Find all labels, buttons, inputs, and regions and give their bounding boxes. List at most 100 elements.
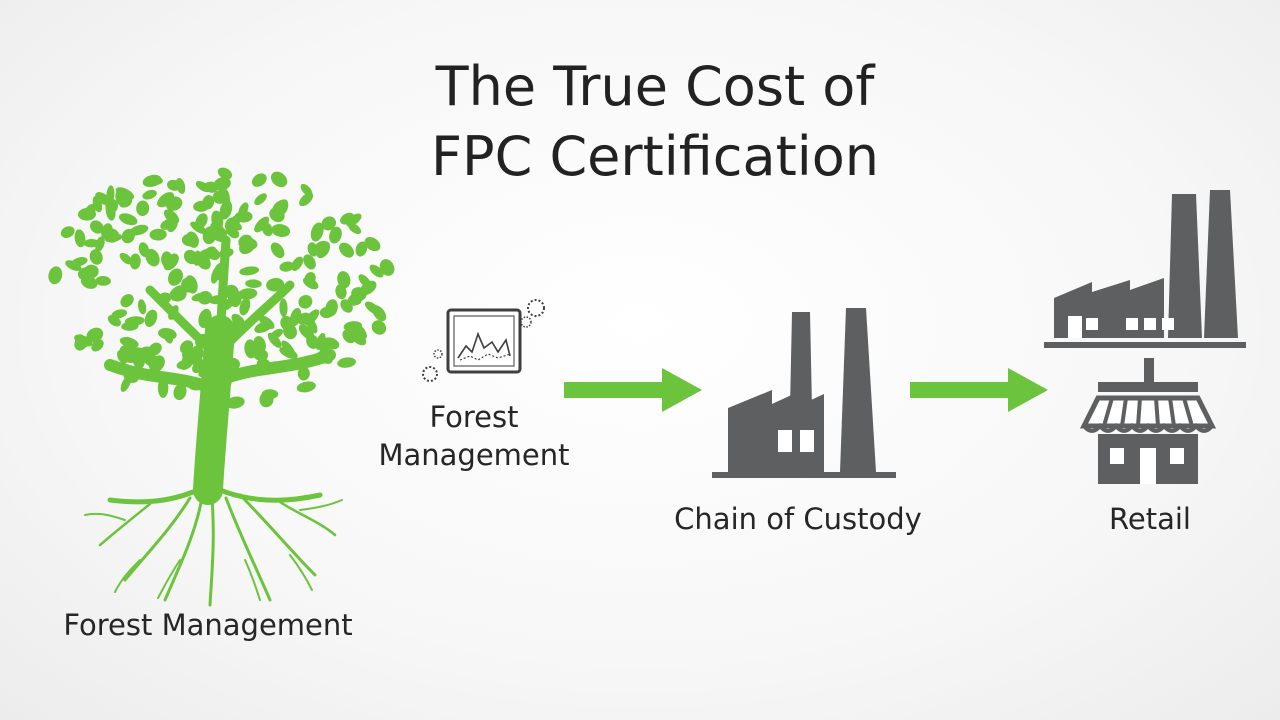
leaf bbox=[161, 251, 173, 268]
leaf bbox=[266, 277, 285, 292]
leaf bbox=[253, 336, 266, 354]
leaf bbox=[267, 332, 282, 348]
page-title: The True Cost of FPC Certification bbox=[340, 52, 970, 192]
leaf bbox=[283, 323, 297, 340]
leaf bbox=[279, 298, 288, 318]
leaf bbox=[298, 324, 315, 340]
leaf bbox=[80, 276, 98, 289]
leaf bbox=[129, 253, 141, 270]
leaf bbox=[74, 335, 88, 351]
leaf bbox=[225, 396, 245, 409]
leaf bbox=[254, 193, 267, 206]
leaf bbox=[254, 216, 270, 233]
leaf bbox=[379, 259, 395, 276]
leaf bbox=[251, 173, 267, 187]
tree-with-roots-icon bbox=[48, 167, 395, 607]
leaf bbox=[238, 202, 249, 217]
leaf bbox=[269, 207, 285, 223]
leaf bbox=[219, 200, 233, 220]
leaf bbox=[166, 179, 181, 191]
leaf bbox=[107, 314, 121, 327]
leaf bbox=[254, 320, 273, 333]
leaf bbox=[146, 176, 163, 186]
leaf bbox=[298, 294, 313, 309]
leaf bbox=[208, 229, 224, 242]
retail-label: Retail bbox=[1109, 502, 1191, 536]
leaf bbox=[270, 171, 288, 188]
leaf bbox=[90, 220, 104, 234]
leaf bbox=[329, 226, 342, 244]
leaf bbox=[142, 189, 157, 200]
forest-management-label: Forest Management bbox=[360, 398, 588, 474]
leaf bbox=[279, 346, 298, 359]
leaf bbox=[217, 167, 233, 180]
leaf bbox=[157, 192, 175, 208]
leaf bbox=[237, 288, 258, 300]
leaf bbox=[92, 196, 103, 213]
leaf bbox=[189, 345, 204, 364]
leaf bbox=[364, 237, 381, 252]
leaf bbox=[239, 298, 251, 316]
leaf bbox=[60, 226, 75, 238]
leaf bbox=[95, 275, 111, 286]
forest-management-line-1: Forest bbox=[429, 400, 519, 434]
leaf bbox=[303, 254, 316, 270]
leaf bbox=[169, 285, 184, 299]
title-line-1: The True Cost of bbox=[435, 55, 875, 118]
leaf bbox=[371, 320, 387, 335]
leaf bbox=[342, 329, 356, 344]
leaf bbox=[271, 223, 291, 238]
leaf bbox=[346, 213, 362, 227]
leaf bbox=[315, 333, 326, 350]
leaf bbox=[335, 284, 347, 300]
leaf bbox=[65, 260, 82, 271]
leaf bbox=[95, 236, 105, 252]
leaf bbox=[190, 221, 207, 235]
leaf bbox=[119, 252, 133, 265]
leaf bbox=[210, 222, 228, 237]
leaf bbox=[202, 195, 215, 210]
leaf bbox=[355, 324, 367, 340]
title-line-2: FPC Certification bbox=[430, 125, 880, 188]
factory-and-storefront-icon bbox=[1044, 190, 1246, 484]
leaf bbox=[238, 234, 253, 249]
leaf bbox=[124, 316, 145, 326]
leaf bbox=[118, 213, 138, 226]
leaf bbox=[259, 391, 274, 408]
leaf bbox=[245, 279, 262, 289]
leaf bbox=[299, 192, 314, 207]
leaf bbox=[119, 337, 139, 349]
leaf bbox=[316, 241, 331, 259]
leaf bbox=[296, 381, 316, 393]
leaf bbox=[372, 305, 387, 322]
leaf bbox=[186, 231, 199, 248]
leaf bbox=[145, 248, 160, 267]
leaf bbox=[137, 299, 147, 315]
leaf bbox=[48, 266, 63, 285]
leaf bbox=[105, 198, 119, 214]
leaf bbox=[203, 246, 217, 259]
leaf bbox=[310, 222, 324, 242]
leaf bbox=[173, 383, 187, 401]
leaf bbox=[144, 309, 158, 327]
leaf bbox=[220, 187, 231, 206]
leaf bbox=[210, 266, 221, 284]
leaf bbox=[124, 353, 141, 363]
right-arrow-icon bbox=[564, 368, 702, 412]
leaf bbox=[74, 229, 86, 248]
leaf bbox=[339, 242, 354, 258]
forest-monitor-icon bbox=[422, 299, 545, 382]
leaf bbox=[226, 219, 242, 231]
leaf bbox=[270, 242, 285, 259]
leaf bbox=[91, 339, 104, 352]
chain-of-custody-label: Chain of Custody bbox=[674, 502, 922, 536]
leaf bbox=[279, 261, 294, 272]
leaf bbox=[163, 329, 173, 344]
leaf bbox=[148, 342, 162, 356]
leaf bbox=[181, 278, 194, 293]
leaf bbox=[86, 327, 104, 343]
factory-icon bbox=[712, 308, 896, 478]
leaf bbox=[337, 357, 356, 368]
leaf bbox=[165, 196, 183, 211]
leaf bbox=[120, 294, 134, 308]
